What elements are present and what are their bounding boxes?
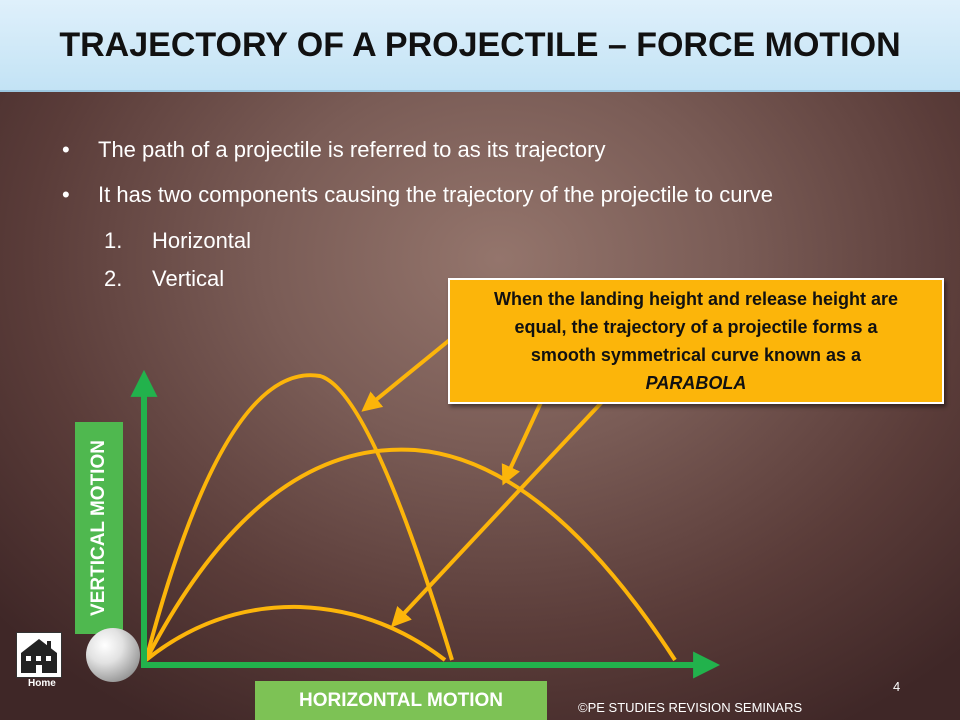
bullet-list: The path of a projectile is referred to … bbox=[60, 132, 900, 298]
title-bar: TRAJECTORY OF A PROJECTILE – FORCE MOTIO… bbox=[0, 0, 960, 92]
parabola-callout: When the landing height and release heig… bbox=[448, 278, 944, 404]
copyright-notice: ©PE STUDIES REVISION SEMINARS bbox=[578, 700, 803, 715]
bullet-item: It has two components causing the trajec… bbox=[60, 177, 900, 212]
trajectory-low bbox=[144, 604, 447, 662]
pointer-arrow-medium bbox=[501, 397, 545, 486]
vertical-motion-label: VERTICAL MOTION bbox=[75, 422, 123, 634]
callout-line: When the landing height and release heig… bbox=[493, 289, 899, 309]
callout-emphasis: PARABOLA bbox=[645, 373, 747, 393]
callout-line: equal, the trajectory of a projectile fo… bbox=[514, 317, 878, 337]
bullet-item: The path of a projectile is referred to … bbox=[60, 132, 900, 167]
house-icon[interactable] bbox=[16, 632, 62, 678]
trajectory-high bbox=[144, 373, 454, 661]
slide-title: TRAJECTORY OF A PROJECTILE – FORCE MOTIO… bbox=[59, 25, 901, 64]
home-link[interactable]: Home bbox=[28, 678, 56, 689]
horizontal-motion-label: HORIZONTAL MOTION bbox=[255, 681, 547, 720]
trajectory-medium bbox=[144, 447, 677, 662]
item-text: Vertical bbox=[152, 266, 225, 291]
callout-line: smooth symmetrical curve known as a bbox=[530, 345, 862, 365]
page-number: 4 bbox=[893, 679, 901, 694]
numbered-item: 2. Vertical bbox=[60, 260, 900, 298]
item-number: 2. bbox=[104, 266, 123, 291]
pointer-arrow-high bbox=[361, 336, 454, 412]
item-text: Horizontal bbox=[152, 228, 252, 253]
golf-ball-icon bbox=[86, 628, 140, 682]
pointer-arrow-low bbox=[390, 400, 604, 628]
numbered-item: 1. Horizontal bbox=[60, 222, 900, 260]
vertical-motion-text: VERTICAL MOTION bbox=[88, 440, 109, 616]
item-number: 1. bbox=[104, 228, 123, 253]
